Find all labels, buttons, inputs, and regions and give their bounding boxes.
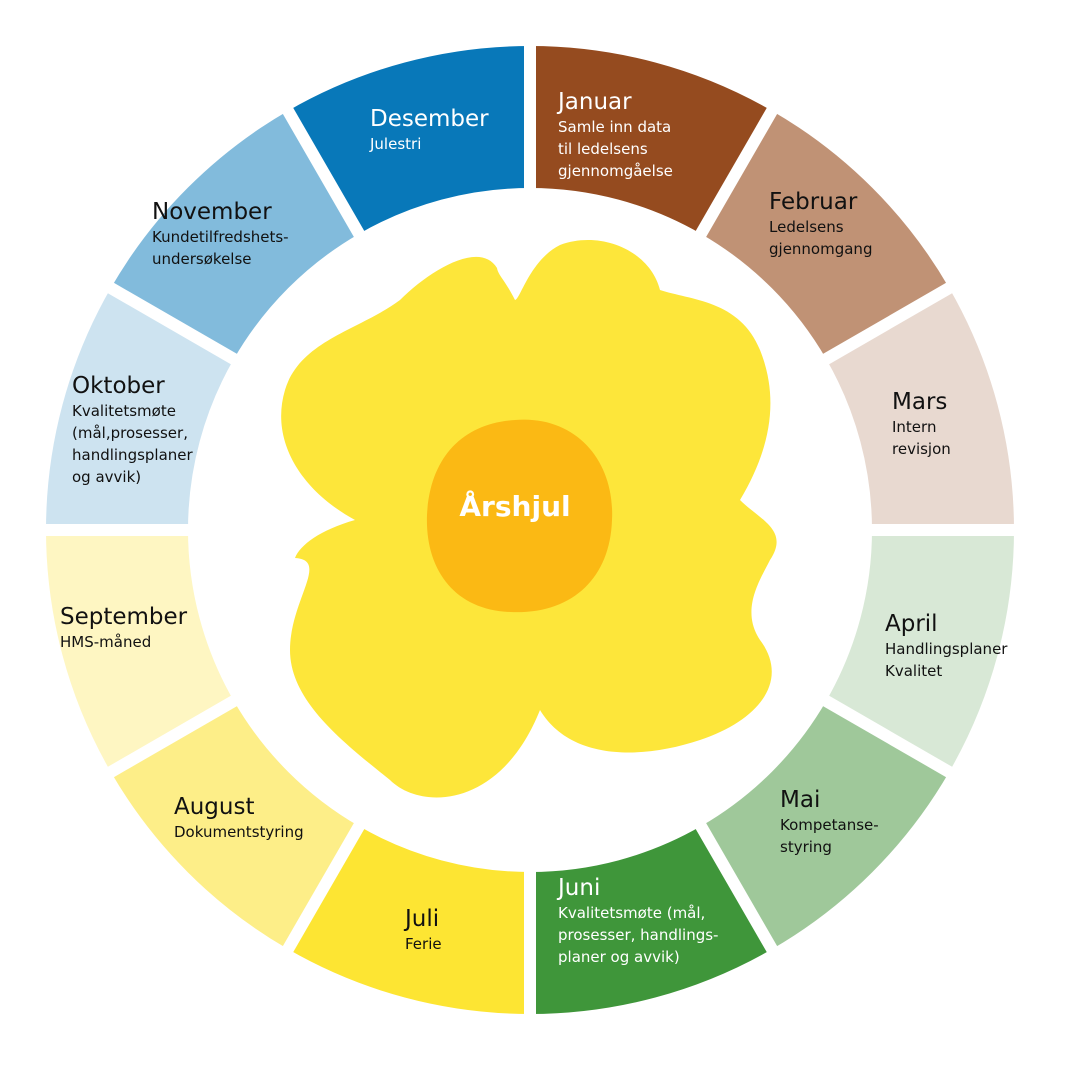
month-activity: Kvalitetsmøte: [72, 402, 176, 420]
month-name: Juli: [405, 906, 440, 932]
segment-divider: [103, 693, 242, 780]
segment-desember: [288, 46, 530, 234]
month-activity: Kompetanse-: [780, 816, 879, 834]
month-name: Oktober: [72, 373, 165, 399]
segment-oktober: [46, 288, 234, 530]
month-activity: revisjon: [892, 440, 951, 458]
month-name: November: [152, 199, 272, 225]
month-name: Januar: [558, 89, 632, 115]
month-activity: gjennomgåelse: [558, 162, 673, 180]
month-activity: Intern: [892, 418, 937, 436]
month-name: August: [174, 794, 255, 820]
segment-februar: [701, 110, 950, 359]
flower-center: [426, 419, 613, 613]
month-activity: HMS-måned: [60, 633, 152, 651]
segment-divider: [818, 280, 957, 367]
segment-mars: [826, 288, 1014, 530]
month-activity: undersøkelse: [152, 250, 252, 268]
segment-divider: [693, 818, 780, 957]
segment-divider: [280, 818, 367, 957]
month-activity: styring: [780, 838, 832, 856]
segment-juni: [530, 826, 772, 1014]
month-activity: Handlingsplaner: [885, 640, 1008, 658]
month-activity: Samle inn data: [558, 118, 672, 136]
segment-august: [110, 701, 359, 950]
month-activity: gjennomgang: [769, 240, 873, 258]
segment-juli: [288, 826, 530, 1014]
segment-januar: [530, 46, 772, 234]
segment-divider: [103, 280, 242, 367]
month-activity: og avvik): [72, 468, 142, 486]
month-activity: Ferie: [405, 935, 442, 953]
month-activity: Kvalitetsmøte (mål,: [558, 904, 706, 922]
month-name: April: [885, 611, 938, 637]
segment-mai: [701, 701, 950, 950]
month-activity: Dokumentstyring: [174, 823, 304, 841]
segment-september: [46, 530, 234, 772]
segment-november: [110, 110, 359, 359]
month-activity: Kvalitet: [885, 662, 943, 680]
segment-divider: [693, 103, 780, 242]
month-name: Mars: [892, 389, 948, 415]
month-activity: Kundetilfredshets-: [152, 228, 289, 246]
month-activity: Julestri: [370, 135, 422, 153]
segment-april: [826, 530, 1014, 772]
month-activity: Ledelsens: [769, 218, 844, 236]
month-name: Desember: [370, 106, 489, 132]
segment-divider: [818, 693, 957, 780]
month-name: Mai: [780, 787, 821, 813]
segment-divider: [280, 103, 367, 242]
month-activity: (mål,prosesser,: [72, 424, 188, 442]
month-name: Juni: [558, 875, 601, 901]
wheel-title: Årshjul: [459, 490, 571, 523]
month-name: Februar: [769, 189, 858, 215]
month-activity: til ledelsens: [558, 140, 648, 158]
month-activity: planer og avvik): [558, 948, 680, 966]
month-activity: prosesser, handlings-: [558, 926, 719, 944]
month-name: September: [60, 604, 188, 630]
month-activity: handlingsplaner: [72, 446, 193, 464]
